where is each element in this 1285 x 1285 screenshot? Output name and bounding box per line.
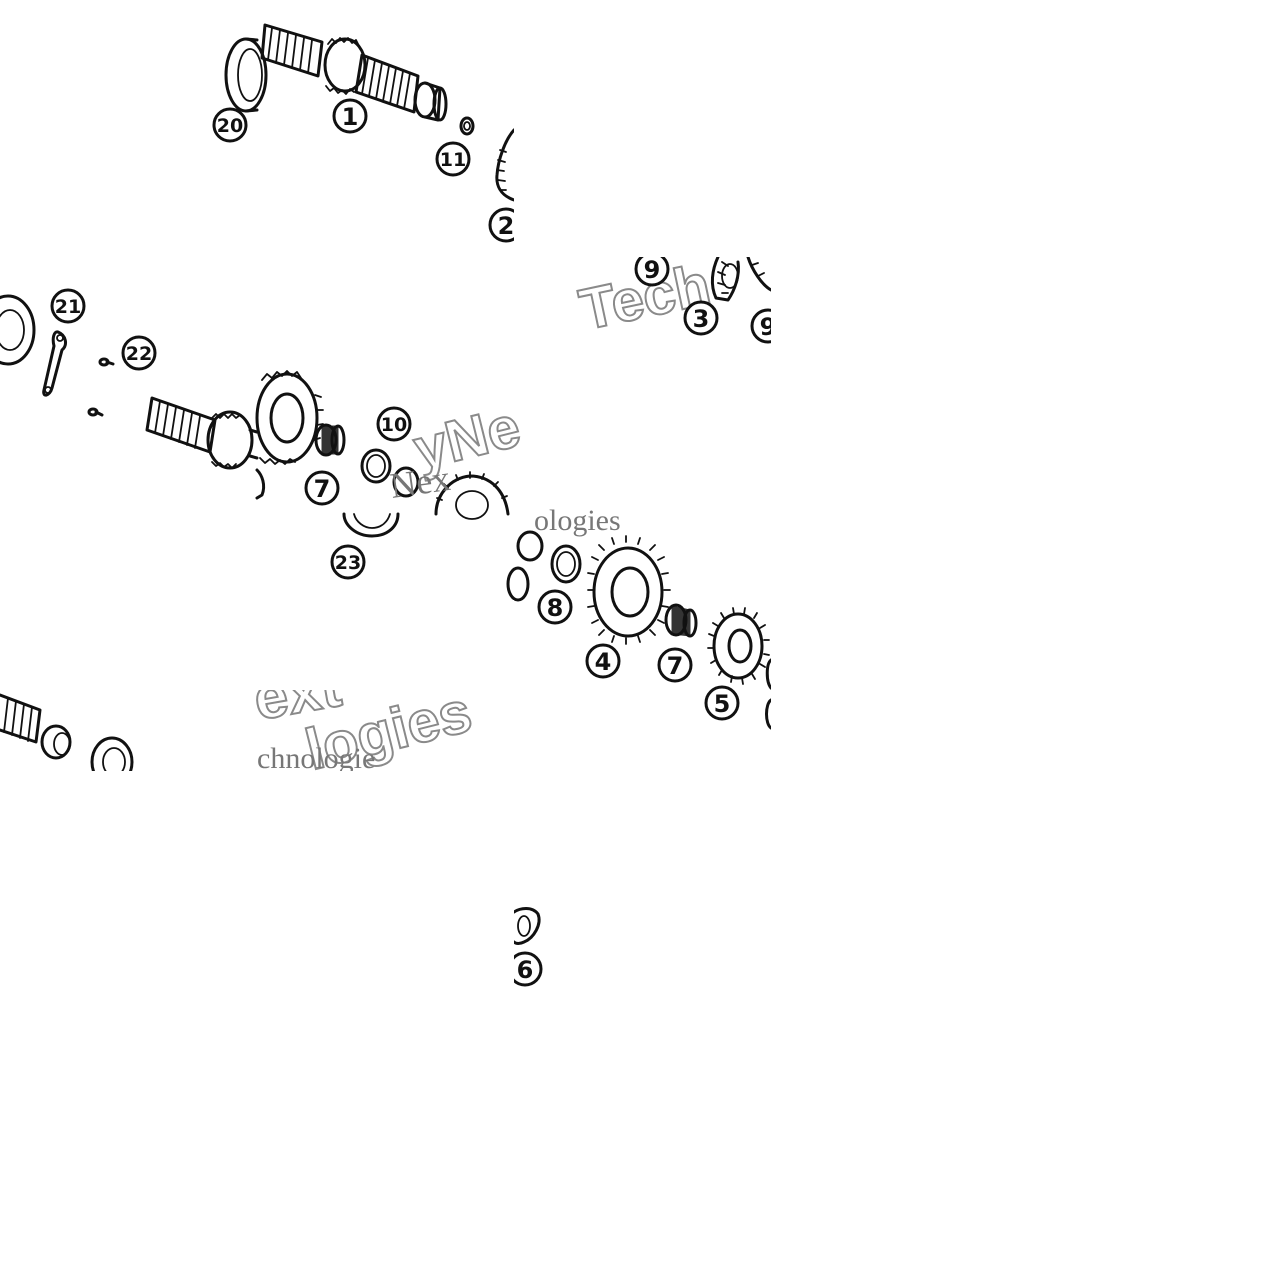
callout-1: 1 [332,98,368,134]
callout-9-upper: 9 [634,251,670,287]
part-bearing-23 [342,512,400,538]
callout-4: 4 [585,643,621,679]
part-ring-i-1 [506,530,544,602]
part-retainer-plate-21 [42,330,67,397]
callout-6: 6 [507,951,543,987]
part-screw-22 [87,357,115,417]
part-gear-4 [587,535,671,645]
part-gear-f-partial [434,471,510,520]
callout-5: 5 [704,685,740,721]
svg-text:20: 20 [217,115,243,137]
part-edge-fragment-i [765,658,773,730]
svg-text:9: 9 [644,256,661,284]
part-washer-6 [512,907,541,945]
part-thrust-washer-8 [550,544,582,584]
svg-text:3: 3 [693,305,710,333]
part-countershaft [145,396,259,470]
svg-text:11: 11 [440,149,466,171]
callout-7-upper: 7 [304,470,340,506]
callout-23: 23 [330,544,366,580]
callout-8: 8 [537,589,573,625]
callout-11: 11 [435,141,471,177]
part-input-shaft-1 [260,23,448,122]
svg-text:1: 1 [342,103,359,131]
part-gear-large [255,370,324,500]
svg-text:23: 23 [335,552,361,574]
part-gear-5 [707,607,770,685]
watermark-fragment-7: chnologie [257,742,375,775]
callout-3: 3 [683,300,719,336]
part-shaft-end [0,693,72,760]
watermark-fragment-3: Nex [388,458,453,506]
callout-22: 22 [121,335,157,371]
part-ring-11 [459,116,475,136]
svg-text:8: 8 [547,594,564,622]
svg-text:6: 6 [517,956,534,984]
part-snap-ring-10 [360,448,392,484]
callout-20: 20 [212,107,248,143]
svg-text:5: 5 [714,690,731,718]
svg-text:10: 10 [381,414,407,436]
svg-text:22: 22 [126,343,152,365]
part-gear-3-partial [710,255,773,302]
svg-text:2: 2 [498,212,515,240]
callout-21: 21 [50,288,86,324]
part-bearing-20 [224,37,268,113]
watermark-fragment-4: ologies [534,504,621,537]
callout-7-lower: 7 [657,647,693,683]
callout-10: 10 [376,406,412,442]
part-gear-2-partial [495,128,516,202]
svg-text:21: 21 [55,296,81,318]
part-needle-bearing-7b [664,603,698,638]
svg-text:7: 7 [314,475,331,503]
svg-text:7: 7 [667,652,684,680]
svg-text:4: 4 [595,648,612,676]
part-washer-f [392,466,420,498]
watermark-layer: Tech yNe Nex ologies ext logies chnologi… [248,251,717,784]
part-needle-bearing-7 [314,423,346,457]
part-bearing-left [0,294,36,366]
